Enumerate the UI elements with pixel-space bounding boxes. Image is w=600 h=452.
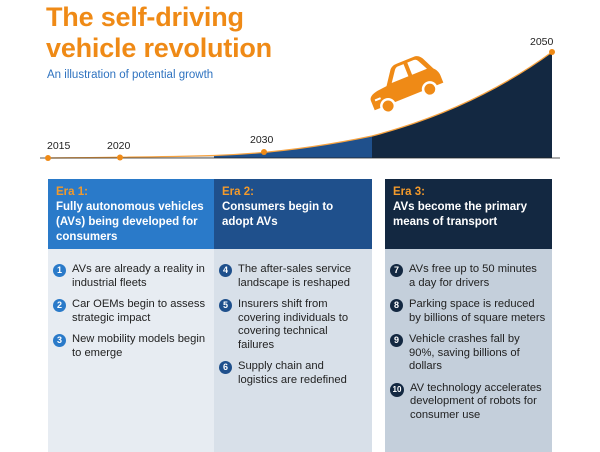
list-item: 6 Supply chain and logistics are redefin…: [214, 360, 372, 387]
era-1-body: 1 AVs are already a reality in industria…: [48, 249, 214, 452]
curve-area-era3: [372, 52, 552, 158]
year-label-2015: 2015: [47, 140, 71, 152]
year-label-2030: 2030: [250, 134, 274, 146]
number-badge: 4: [219, 264, 232, 277]
list-item: 4 The after-sales service landscape is r…: [214, 263, 372, 290]
list-item: 1 AVs are already a reality in industria…: [48, 263, 214, 290]
number-badge: 1: [53, 264, 66, 277]
subtitle: An illustration of potential growth: [47, 69, 214, 81]
list-item: 10 AV technology accelerates development…: [385, 382, 552, 423]
era-1-column: Era 1: Fully autonomous vehicles (AVs) b…: [48, 161, 214, 452]
list-item: 8 Parking space is reduced by billions o…: [385, 298, 552, 325]
item-text: AV technology accelerates development of…: [410, 381, 542, 421]
number-badge: 5: [219, 299, 232, 312]
title-line-1: The self-driving: [46, 2, 244, 32]
number-badge: 2: [53, 299, 66, 312]
marker-2020: [117, 154, 123, 161]
era-3-column: Era 3: AVs become the primary means of t…: [385, 161, 552, 452]
list-item: 2 Car OEMs begin to assess strategic imp…: [48, 298, 214, 325]
item-text: New mobility models begin to emerge: [72, 333, 206, 359]
era-3-label: Era 3:: [393, 186, 425, 198]
number-badge: 8: [390, 299, 403, 312]
year-label-2020: 2020: [107, 140, 131, 152]
era-2-heading: Consumers begin to adopt AVs: [222, 201, 334, 228]
growth-line: [47, 51, 553, 159]
number-badge: 7: [390, 264, 403, 277]
year-label-2050: 2050: [530, 36, 554, 48]
item-text: Insurers shift from covering individuals…: [238, 298, 349, 351]
list-item: 3 New mobility models begin to emerge: [48, 333, 214, 360]
list-item: 7 AVs free up to 50 minutes a day for dr…: [385, 263, 552, 290]
item-text: Supply chain and logistics are redefined: [238, 360, 347, 386]
number-badge: 3: [53, 334, 66, 347]
era-2-body: 4 The after-sales service landscape is r…: [214, 249, 372, 452]
title-line-2: vehicle revolution: [46, 33, 272, 63]
era-3-body: 7 AVs free up to 50 minutes a day for dr…: [385, 249, 552, 452]
era-1-heading: Fully autonomous vehicles (AVs) being de…: [56, 201, 204, 243]
era-2-header: Era 2: Consumers begin to adopt AVs: [214, 179, 372, 249]
number-badge: 6: [219, 361, 232, 374]
era-3-heading: AVs become the primary means of transpor…: [393, 201, 528, 228]
list-item: 9 Vehicle crashes fall by 90%, saving bi…: [385, 333, 552, 374]
page-title: The self-driving vehicle revolution: [46, 2, 272, 64]
item-text: AVs are already a reality in industrial …: [72, 263, 205, 289]
era-1-label: Era 1:: [56, 186, 88, 198]
item-text: Car OEMs begin to assess strategic impac…: [72, 298, 206, 324]
growth-curve: [40, 49, 560, 161]
marker-2030: [261, 149, 267, 155]
number-badge: 9: [390, 334, 403, 347]
era-2-label: Era 2:: [222, 186, 254, 198]
era-3-header: Era 3: AVs become the primary means of t…: [385, 179, 552, 249]
item-text: Parking space is reduced by billions of …: [409, 298, 546, 324]
item-text: AVs free up to 50 minutes a day for driv…: [409, 263, 537, 289]
item-text: The after-sales service landscape is res…: [238, 263, 352, 289]
marker-2050: [549, 49, 555, 55]
number-badge: 10: [390, 382, 404, 397]
item-text: Vehicle crashes fall by 90%, saving bill…: [409, 333, 520, 372]
era-1-header: Era 1: Fully autonomous vehicles (AVs) b…: [48, 179, 214, 249]
curve-area-era1: [48, 155, 214, 158]
era-2-column: Era 2: Consumers begin to adopt AVs 4 Th…: [214, 161, 372, 452]
car-icon: [370, 56, 444, 114]
list-item: 5 Insurers shift from covering individua…: [214, 298, 372, 352]
marker-2015: [45, 155, 51, 161]
curve-area-era2: [214, 136, 372, 158]
